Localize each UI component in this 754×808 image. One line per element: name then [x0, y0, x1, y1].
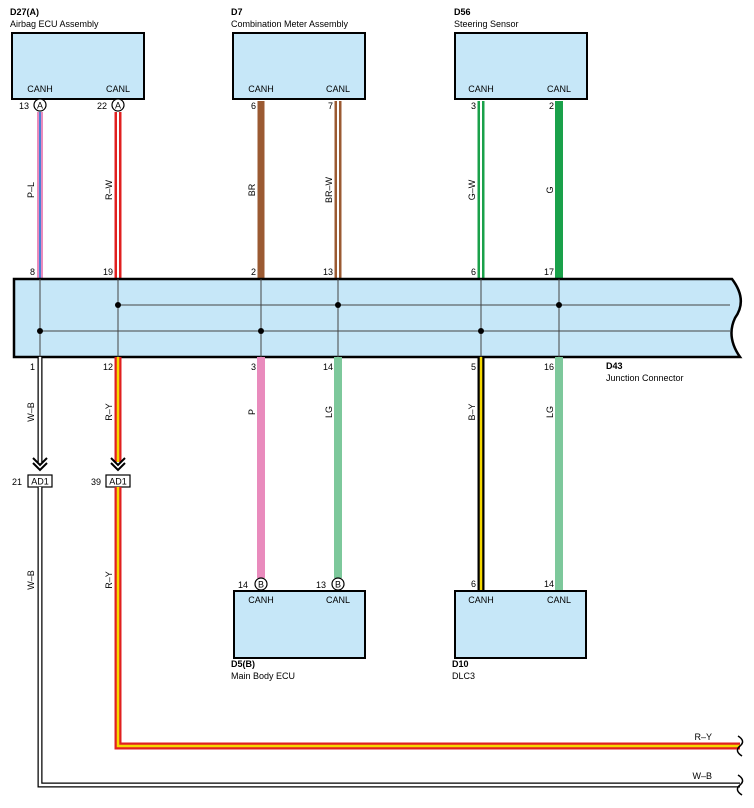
junction-connector [12, 277, 743, 359]
steering-sensor-component: D56 Steering Sensor CANH CANL 3 2 [454, 7, 588, 111]
airbag-ecu-canl-label: CANL [106, 84, 130, 94]
meter-pin-canh: 6 [251, 101, 256, 111]
dlc3-pin-canl: 14 [544, 579, 554, 589]
body-ecu-pin-canl: 13 [316, 580, 326, 590]
junction-bottom-pin-5: 5 [471, 362, 476, 372]
junction-bottom-pin-2: 12 [103, 362, 113, 372]
junction-top-pin-2: 19 [103, 267, 113, 277]
wire-label-out-ry: R–Y [694, 732, 712, 742]
ad1-label-ry: AD1 [109, 477, 127, 487]
ad1-label-wb: AD1 [31, 477, 49, 487]
body-ecu-code: D5(B) [231, 659, 255, 669]
connector-tag-b-2-label: B [335, 580, 341, 590]
meter-canl-label: CANL [326, 84, 350, 94]
airbag-ecu-box [11, 32, 145, 100]
steering-canl-label: CANL [547, 84, 571, 94]
steering-pin-canl: 2 [549, 101, 554, 111]
chevron-down-icon [32, 457, 48, 472]
wire-label-junction-wb: W–B [26, 402, 36, 422]
junction-bottom-pin-3: 3 [251, 362, 256, 372]
junction-top-pin-6: 17 [544, 267, 554, 277]
junction-top-pin-3: 2 [251, 267, 256, 277]
connector-tag-a-1: A [33, 98, 47, 112]
junction-name: Junction Connector [606, 373, 684, 383]
wire-lower-wb [37, 487, 740, 788]
connector-tag-a-1-label: A [37, 101, 43, 111]
airbag-ecu-name: Airbag ECU Assembly [10, 19, 99, 29]
body-ecu-name: Main Body ECU [231, 671, 295, 681]
wire-lower-ry [114, 487, 740, 750]
dlc3-pin-canh: 6 [471, 579, 476, 589]
body-ecu-canh-label: CANH [248, 595, 274, 605]
dlc3-box [454, 590, 587, 659]
ad1-pin-ry: 39 [91, 477, 101, 487]
body-ecu-canl-label: CANL [326, 595, 350, 605]
ad1-pin-wb: 21 [12, 477, 22, 487]
junction-top-pin-5: 6 [471, 267, 476, 277]
wire-break-ry [736, 735, 744, 757]
dlc3-canh-label: CANH [468, 595, 494, 605]
dlc3-component: 6 14 CANH CANL D10 DLC3 [452, 579, 587, 681]
steering-code: D56 [454, 7, 471, 17]
junction-bottom-pin-1: 1 [30, 362, 35, 372]
wire-label-lower-wb: W–B [26, 570, 36, 590]
wire-label-meter-canh: BR [247, 183, 257, 196]
dlc3-name: DLC3 [452, 671, 475, 681]
wire-label-out-wb: W–B [692, 771, 712, 781]
wire-label-dlc3-canh: B–Y [467, 403, 477, 420]
chevron-down-icon [110, 457, 126, 472]
body-ecu-pin-canh: 14 [238, 580, 248, 590]
wire-label-dlc3-canl: LG [545, 406, 555, 418]
wire-label-meter-canl: BR–W [324, 177, 334, 204]
steering-pin-canh: 3 [471, 101, 476, 111]
junction-bottom-pin-4: 14 [323, 362, 333, 372]
main-body-ecu-component: 14 13 B B CANH CANL D5(B) Main Body ECU [231, 577, 366, 681]
wire-label-junction-ry: R–Y [104, 403, 114, 421]
wire-label-steering-canl: G [545, 186, 555, 193]
junction-top-pin-4: 13 [323, 267, 333, 277]
airbag-ecu-canh-label: CANH [27, 84, 53, 94]
combination-meter-component: D7 Combination Meter Assembly CANH CANL … [231, 7, 366, 111]
dlc3-canl-label: CANL [547, 595, 571, 605]
wire-label-body-canh: P [247, 409, 257, 415]
airbag-ecu-pin-canh: 13 [19, 101, 29, 111]
connector-tag-b-1-label: B [258, 580, 264, 590]
wire-label-steering-canh: G–W [467, 179, 477, 200]
steering-box [454, 32, 588, 100]
steering-name: Steering Sensor [454, 19, 519, 29]
junction-code: D43 [606, 361, 623, 371]
ad1-connector-wb: 21 AD1 [12, 474, 53, 488]
airbag-ecu-code: D27(A) [10, 7, 39, 17]
wire-label-body-canl: LG [324, 406, 334, 418]
dlc3-code: D10 [452, 659, 469, 669]
connector-tag-a-2: A [111, 98, 125, 112]
airbag-ecu-pin-canl: 22 [97, 101, 107, 111]
ad1-connector-ry: 39 AD1 [91, 474, 131, 488]
meter-canh-label: CANH [248, 84, 274, 94]
connector-tag-a-2-label: A [115, 101, 121, 111]
wire-break-wb [736, 774, 744, 796]
wire-label-airbag-canh: P–L [26, 182, 36, 198]
junction-bottom-pin-6: 16 [544, 362, 554, 372]
meter-pin-canl: 7 [328, 101, 333, 111]
wire-label-lower-ry: R–Y [104, 571, 114, 589]
junction-top-pin-1: 8 [30, 267, 35, 277]
body-ecu-box [233, 590, 366, 659]
airbag-ecu-component: D27(A) Airbag ECU Assembly CANH CANL 13 … [10, 7, 145, 111]
meter-name: Combination Meter Assembly [231, 19, 349, 29]
meter-code: D7 [231, 7, 243, 17]
steering-canh-label: CANH [468, 84, 494, 94]
wire-label-airbag-canl: R–W [104, 179, 114, 200]
meter-box [232, 32, 366, 100]
